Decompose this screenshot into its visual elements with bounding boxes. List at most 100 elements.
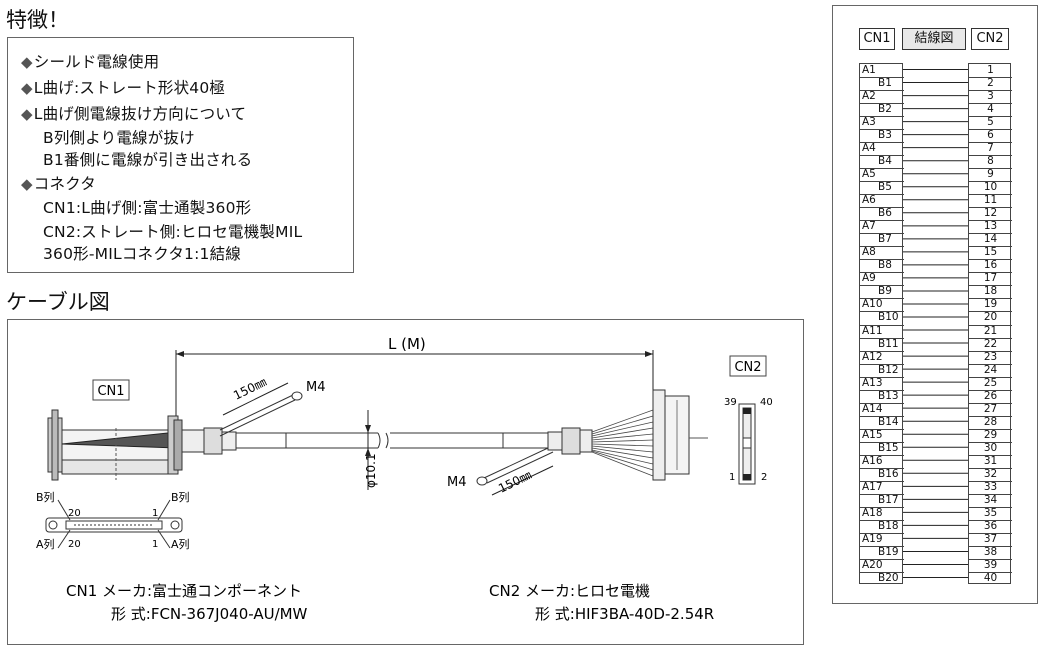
cn1-pin-label: A18 <box>862 506 883 519</box>
cn1-pin-label: B2 <box>878 103 892 116</box>
pin-divider <box>860 545 904 547</box>
cn2-diagram-label: CN2 <box>734 360 761 375</box>
cn1-pin-label: A8 <box>862 246 876 259</box>
feature-item: B1番側に電線が引き出される <box>42 148 252 170</box>
pin-divider <box>860 155 904 157</box>
cn2-maker: CN2 メーカ:ヒロセ電機 <box>489 582 650 600</box>
pin-divider <box>860 207 904 209</box>
cn1-diagram-label: CN1 <box>97 384 124 399</box>
cn1-pin-label: B7 <box>878 233 892 246</box>
pin-divider <box>860 519 904 521</box>
feature-text: コネクタ <box>33 175 96 193</box>
cn2-pin-label: 14 <box>983 233 998 246</box>
pin-divider <box>860 181 904 183</box>
wiring-title: 結線図 <box>902 28 966 50</box>
shield-length-right: 150㎜ <box>496 468 534 496</box>
pin-divider <box>969 389 1012 391</box>
cable-diagram-title: ケーブル図 <box>6 290 110 314</box>
cn2-pin-label: 29 <box>983 428 998 441</box>
cn1-pin-label: B16 <box>878 467 899 480</box>
pin-divider <box>969 467 1012 469</box>
cn2-pin-label: 4 <box>987 103 994 116</box>
feature-item: 360形-MILコネクタ1:1結線 <box>42 242 241 264</box>
cn2-pin-40: 40 <box>760 397 773 408</box>
cn2-pin-label: 17 <box>983 272 998 285</box>
cable-diagram-box: L (M) CN1 <box>7 319 804 645</box>
wiring-cn2-label: CN2 <box>971 28 1009 50</box>
feature-item: B列側より電線が抜け <box>42 126 195 148</box>
pin-divider <box>860 376 904 378</box>
pin-divider <box>860 194 904 196</box>
feature-item: ◆コネクタ <box>21 172 96 194</box>
cn2-pin-label: 39 <box>983 558 998 571</box>
pin-divider <box>969 415 1012 417</box>
pin-divider <box>969 285 1012 287</box>
cn2-pin-label: 13 <box>983 220 998 233</box>
feature-item: CN2:ストレート側:ヒロセ電機製MIL <box>42 220 302 242</box>
pin-divider <box>969 207 1012 209</box>
pin-divider <box>969 506 1012 508</box>
cn2-pin-label: 6 <box>987 129 994 142</box>
cn2-pin-label: 19 <box>983 298 998 311</box>
pin-divider <box>969 233 1012 235</box>
pin-divider <box>969 324 1012 326</box>
feature-item: CN1:L曲げ側:富士通製360形 <box>42 196 251 218</box>
pin-divider <box>860 428 904 430</box>
cable-body <box>236 432 548 449</box>
feature-text: CN1:L曲げ側:富士通製360形 <box>43 199 252 217</box>
pin-divider <box>969 376 1012 378</box>
cn2-pin-label: 18 <box>983 285 998 298</box>
feature-text: シールド電線使用 <box>33 53 160 71</box>
cn1-pin-label: A16 <box>862 454 883 467</box>
cn1-pin-label: A14 <box>862 402 883 415</box>
cn2-pin-label: 20 <box>983 311 998 324</box>
pin-divider <box>969 246 1012 248</box>
cn2-pin-label: 25 <box>983 376 998 389</box>
pin-divider <box>969 532 1012 534</box>
cable-drawing: L (M) CN1 <box>36 335 773 623</box>
pin-divider <box>860 129 904 131</box>
cn1-pin-label: B8 <box>878 259 892 272</box>
cn2-pin-label: 24 <box>983 363 998 376</box>
cn2-pin-label: 8 <box>987 155 994 168</box>
cn2-pin-label: 22 <box>983 337 998 350</box>
pin-divider <box>860 90 904 92</box>
cn1-pin-label: A3 <box>862 116 876 129</box>
pin-divider <box>860 246 904 248</box>
m4-left-label: M4 <box>306 380 326 395</box>
pin-divider <box>969 480 1012 482</box>
cn2-pin-label: 11 <box>983 194 998 207</box>
cn1-pin-label: B19 <box>878 545 899 558</box>
cn2-pin-label: 35 <box>983 506 998 519</box>
pin-divider <box>969 103 1012 105</box>
pin-divider <box>969 168 1012 170</box>
cn1-pin-label: B5 <box>878 181 892 194</box>
cn2-pin-label: 21 <box>983 324 998 337</box>
feature-bullet: ◆ <box>21 79 33 97</box>
pin-divider <box>860 233 904 235</box>
cn1-pin-label: B18 <box>878 519 899 532</box>
cn1-pin-label: A11 <box>862 324 883 337</box>
pin-divider <box>860 493 904 495</box>
pin-divider <box>969 90 1012 92</box>
cn1-pin-label: B14 <box>878 415 899 428</box>
cn1-model: 形 式:FCN-367J040-AU/MW <box>111 605 308 623</box>
length-label: L (M) <box>388 335 426 353</box>
pin-divider <box>969 220 1012 222</box>
cn1-pin-label: A1 <box>862 64 876 76</box>
feature-text: CN2:ストレート側:ヒロセ電機製MIL <box>43 223 303 241</box>
feature-item: ◆L曲げ側電線抜け方向について <box>21 102 246 124</box>
cn2-pin-label: 40 <box>983 571 998 584</box>
diameter-label: φ10.1 <box>364 453 378 488</box>
pin-divider <box>860 116 904 118</box>
pin-divider <box>860 467 904 469</box>
cn2-pin-label: 27 <box>983 402 998 415</box>
feature-item: ◆シールド電線使用 <box>21 50 159 72</box>
pin-divider <box>860 454 904 456</box>
pin-divider <box>969 311 1012 313</box>
pin-20-top: 20 <box>68 508 81 519</box>
cn1-pin-label: A9 <box>862 272 876 285</box>
pin-divider <box>860 337 904 339</box>
cn2-pin-label: 32 <box>983 467 998 480</box>
